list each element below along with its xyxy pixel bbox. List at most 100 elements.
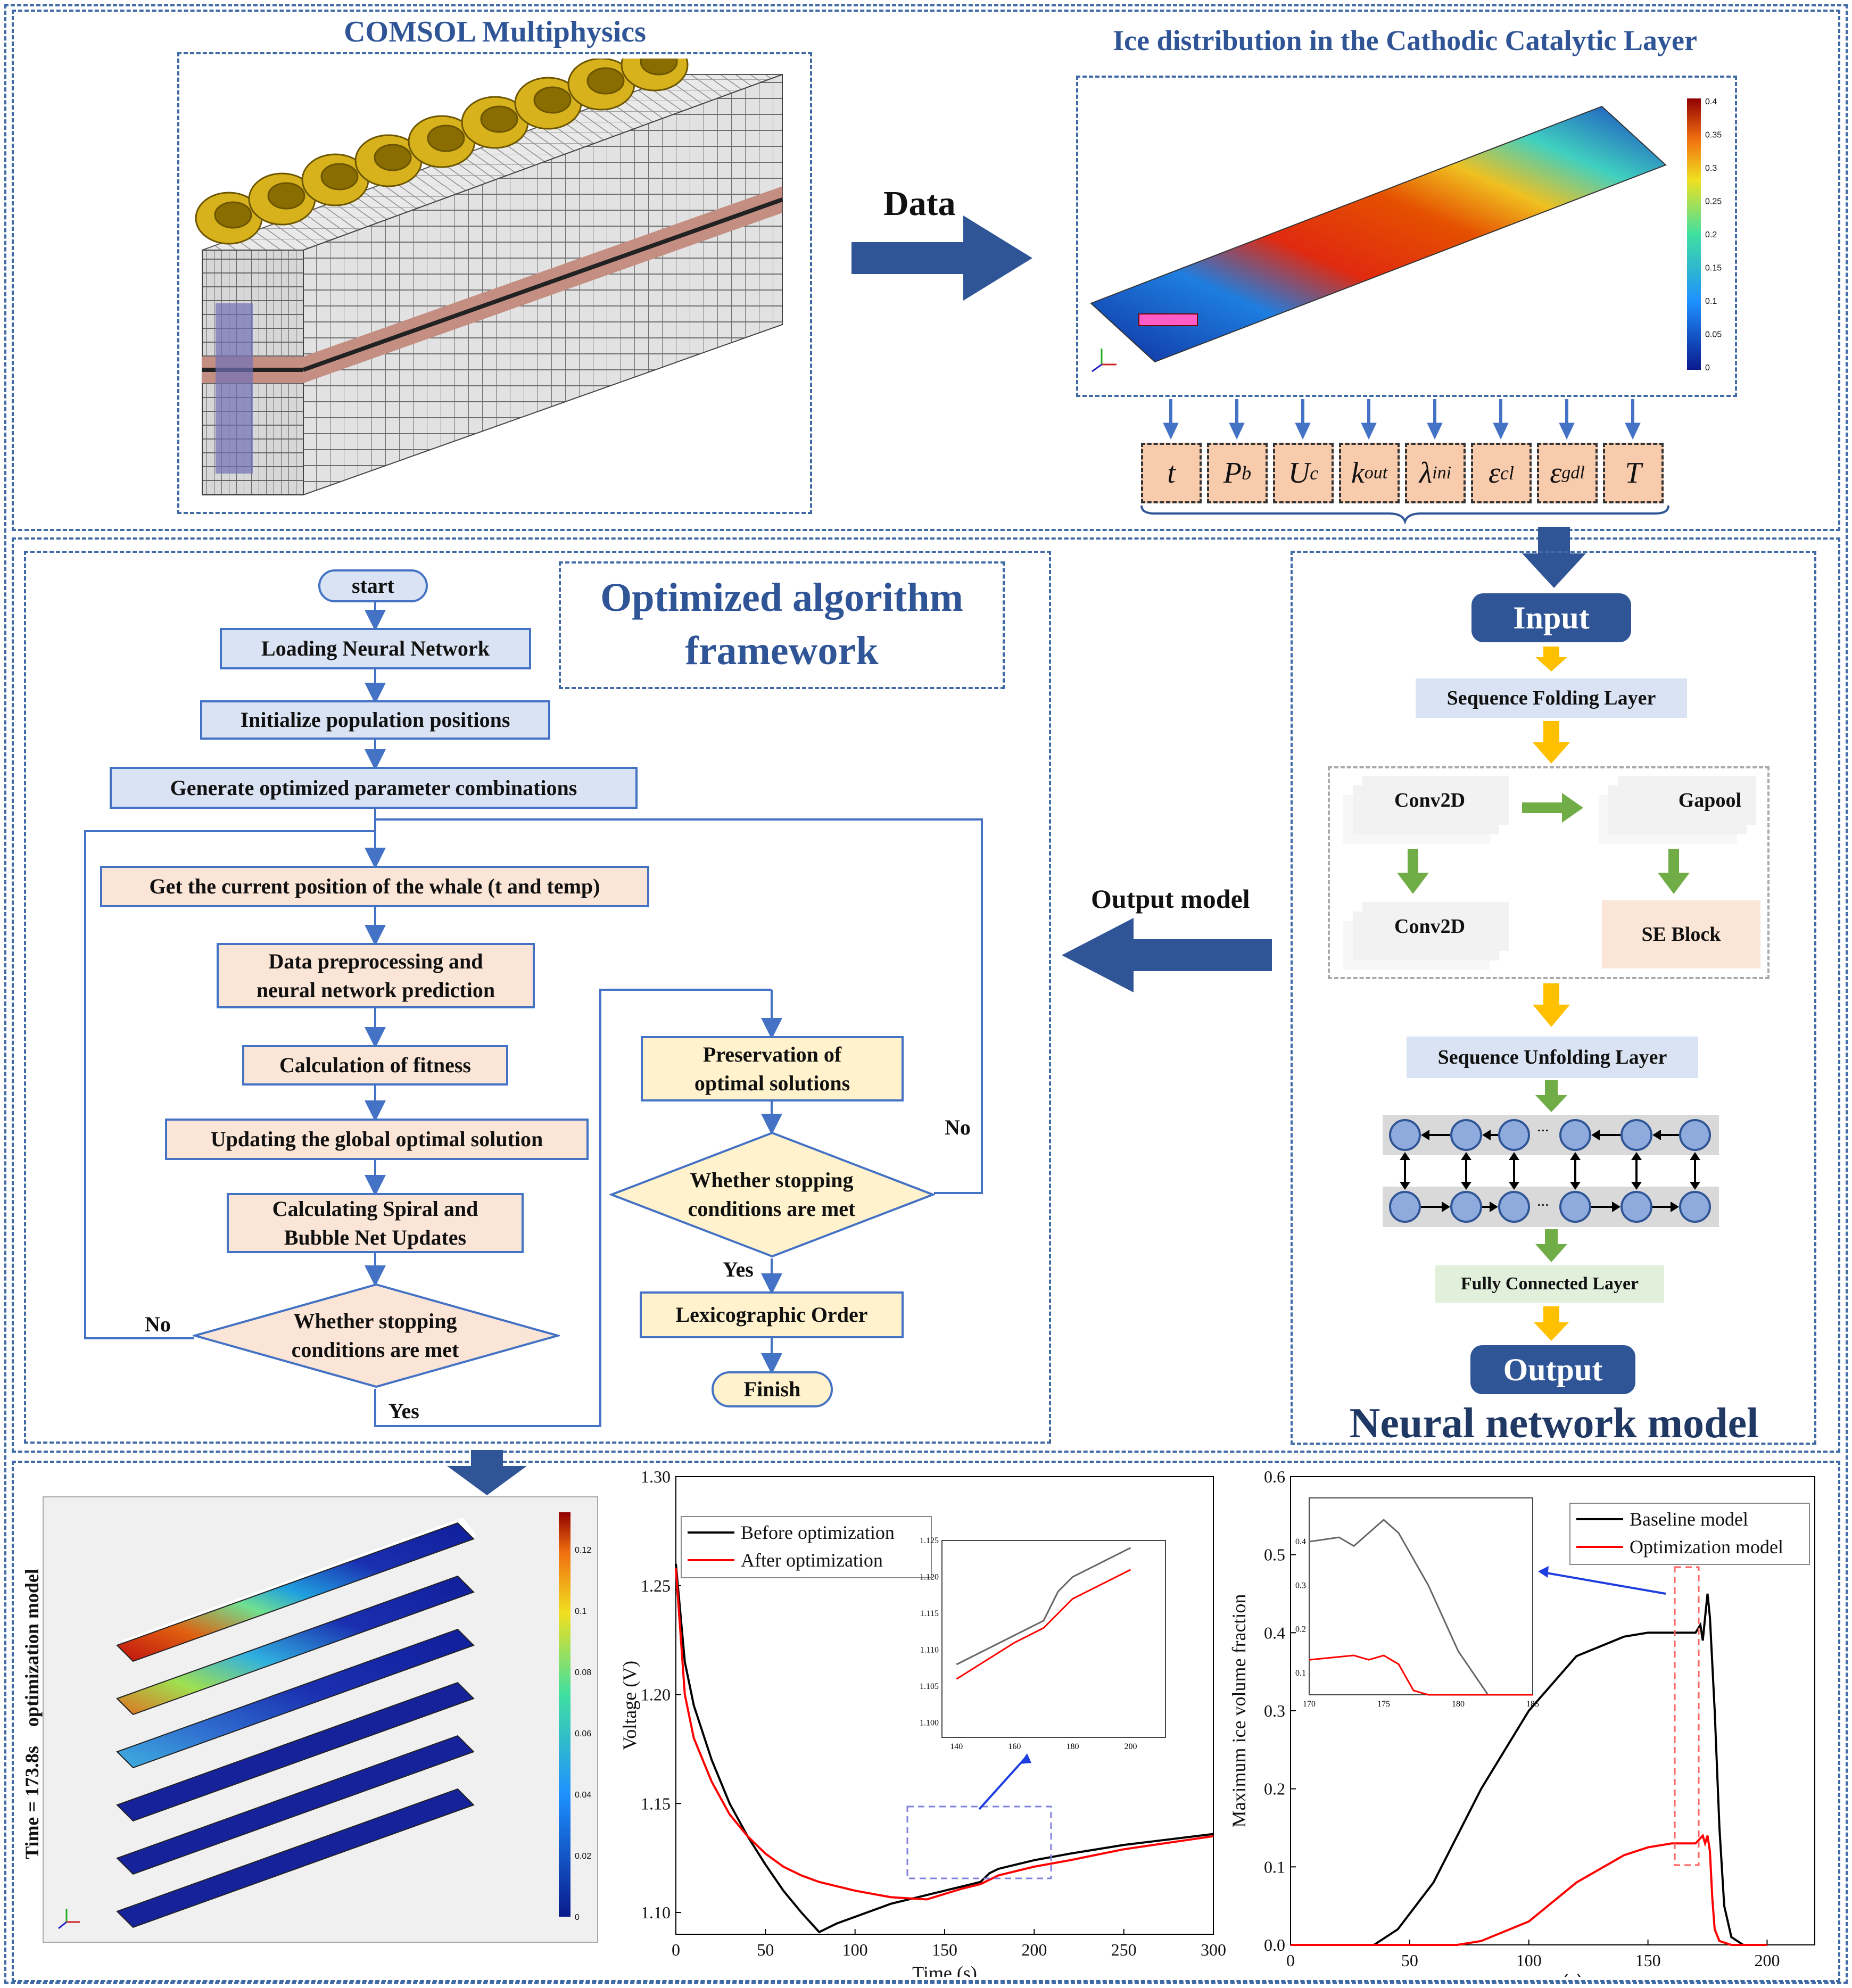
coil-hole-1 — [267, 182, 305, 210]
lstm-link-head — [1482, 1130, 1491, 1140]
lstm-node — [1620, 1119, 1652, 1151]
lstm-vlink-head-down — [1400, 1182, 1410, 1190]
inset-x-tick: 170 — [1303, 1700, 1316, 1709]
output-model-arrow — [1062, 918, 1272, 992]
inset-plot — [941, 1540, 1166, 1738]
zoom-pointer-head — [1020, 1753, 1031, 1764]
zoom-pointer-head — [1538, 1566, 1549, 1578]
y-tick-label: 0.2 — [1264, 1779, 1285, 1799]
param-arrowhead-0 — [1163, 423, 1179, 440]
inset-y-tick: 1.125 — [920, 1536, 939, 1545]
inset-y-tick: 1.115 — [920, 1609, 939, 1618]
lstm-vlink-head-up — [1461, 1152, 1471, 1160]
get-position-box: Get the current position of the whale (t… — [100, 866, 649, 907]
x-tick-label: 0 — [672, 1940, 680, 1959]
nn-ellipsis-1: ... — [1537, 1117, 1549, 1135]
lstm-link-head — [1612, 1202, 1620, 1212]
no-label-2: No — [945, 1115, 971, 1139]
nn-conv-block-frame — [1328, 766, 1770, 979]
param-arrowhead-1 — [1229, 423, 1245, 440]
coil-hole-7 — [586, 67, 625, 95]
inset-x-tick: 175 — [1377, 1700, 1390, 1709]
bottom-panel — [12, 1461, 1840, 1982]
inset-y-tick: 0.1 — [1295, 1669, 1306, 1678]
x-tick-label: 0 — [1286, 1951, 1295, 1970]
algorithm-frame — [24, 551, 1051, 1444]
y-axis-title: Maximum ice volume fraction — [1229, 1594, 1250, 1828]
series-line-0 — [675, 1563, 1214, 1934]
lstm-vlink-head-down — [1509, 1182, 1519, 1190]
inset-y-tick: 0.3 — [1295, 1581, 1306, 1590]
inset-series-1 — [1309, 1654, 1533, 1696]
algorithm-title-line2: framework — [685, 628, 879, 673]
x-tick-label: 100 — [842, 1940, 868, 1959]
inset-y-tick: 0.2 — [1295, 1625, 1306, 1634]
param-arrows — [1163, 399, 1641, 440]
nn-ellipsis-2: ... — [1537, 1192, 1549, 1210]
legend-entry: After optimization — [741, 1550, 883, 1571]
update-global-box: Updating the global optimal solution — [165, 1119, 589, 1160]
ice-colorbar-tick: 0.35 — [1705, 131, 1722, 140]
lstm-link-head — [1442, 1202, 1450, 1212]
inset-series-0 — [956, 1547, 1131, 1666]
lstm-vlink-head-up — [1690, 1152, 1700, 1160]
inset-x-tick: 140 — [950, 1742, 963, 1751]
lstm-node — [1450, 1191, 1482, 1223]
lstm-link-head — [1591, 1130, 1600, 1140]
zoom-region — [1674, 1566, 1700, 1866]
preprocess-predict-box: Data preprocessing and neural network pr… — [217, 943, 535, 1008]
legend-box — [681, 1516, 932, 1578]
lstm-link-head — [1490, 1202, 1498, 1212]
top-panel — [12, 10, 1840, 531]
nn-conv2d-1: Conv2D — [1362, 776, 1509, 825]
yes-label-2: Yes — [723, 1257, 754, 1281]
preserve-optimal-box: Preservation of optimal solutions — [641, 1036, 904, 1101]
series-line-1 — [675, 1568, 1214, 1901]
lstm-vlink-head-up — [1570, 1152, 1581, 1160]
nn-title: Neural network model — [1349, 1400, 1759, 1447]
outer-frame — [4, 4, 1848, 1984]
y-tick-label: 1.15 — [641, 1794, 671, 1813]
slice-side-label: Time = 173.8s optimization model — [21, 1569, 43, 1859]
ice-contour-plot: 0.40.350.30.250.20.150.10.050 — [1090, 97, 1722, 372]
comsol-frame — [177, 52, 812, 514]
output-model-label: Output model — [1091, 884, 1250, 914]
inset-y-tick: 1.105 — [920, 1682, 939, 1691]
lstm-link-head — [1421, 1130, 1429, 1140]
y-tick-label: 1.20 — [641, 1685, 671, 1704]
nn-output-box: Output — [1470, 1345, 1635, 1394]
param-arrowhead-2 — [1295, 423, 1311, 440]
nn-frame — [1291, 551, 1816, 1445]
ice-frame — [1076, 76, 1737, 397]
coil-hole-3 — [374, 144, 412, 171]
y-tick-label: 0.3 — [1264, 1701, 1285, 1720]
y-tick-label: 0.5 — [1264, 1545, 1285, 1564]
x-tick-label: 150 — [932, 1940, 957, 1959]
zoom-pointer — [1543, 1571, 1666, 1595]
lstm-vlink-head-down — [1570, 1182, 1581, 1190]
slice-colorbar-tick: 0.12 — [575, 1546, 591, 1555]
inset-x-tick: 185 — [1526, 1700, 1539, 1709]
lexicographic-box: Lexicographic Order — [640, 1291, 904, 1338]
lstm-link-head — [1671, 1202, 1679, 1212]
slice-colorbar-tick: 0.1 — [575, 1607, 586, 1616]
x-tick-label: 300 — [1201, 1940, 1226, 1959]
lstm-node — [1679, 1119, 1711, 1151]
param-arrowhead-6 — [1559, 423, 1575, 440]
lstm-node — [1498, 1119, 1530, 1151]
comsol-title: COMSOL Multiphysics — [344, 15, 646, 48]
series-line-1 — [1291, 1833, 1767, 1946]
nn-fc-box: Fully Connected Layer — [1435, 1265, 1664, 1303]
slice-colorbar-tick: 0 — [575, 1913, 580, 1922]
ice-colorbar-tick: 0.3 — [1705, 164, 1717, 173]
param-arrowhead-4 — [1427, 423, 1443, 440]
coil-hole-5 — [480, 105, 518, 133]
coil-hole-8 — [640, 59, 678, 76]
inset-y-tick: 1.120 — [920, 1573, 939, 1582]
comsol-mesh-model — [195, 59, 783, 496]
